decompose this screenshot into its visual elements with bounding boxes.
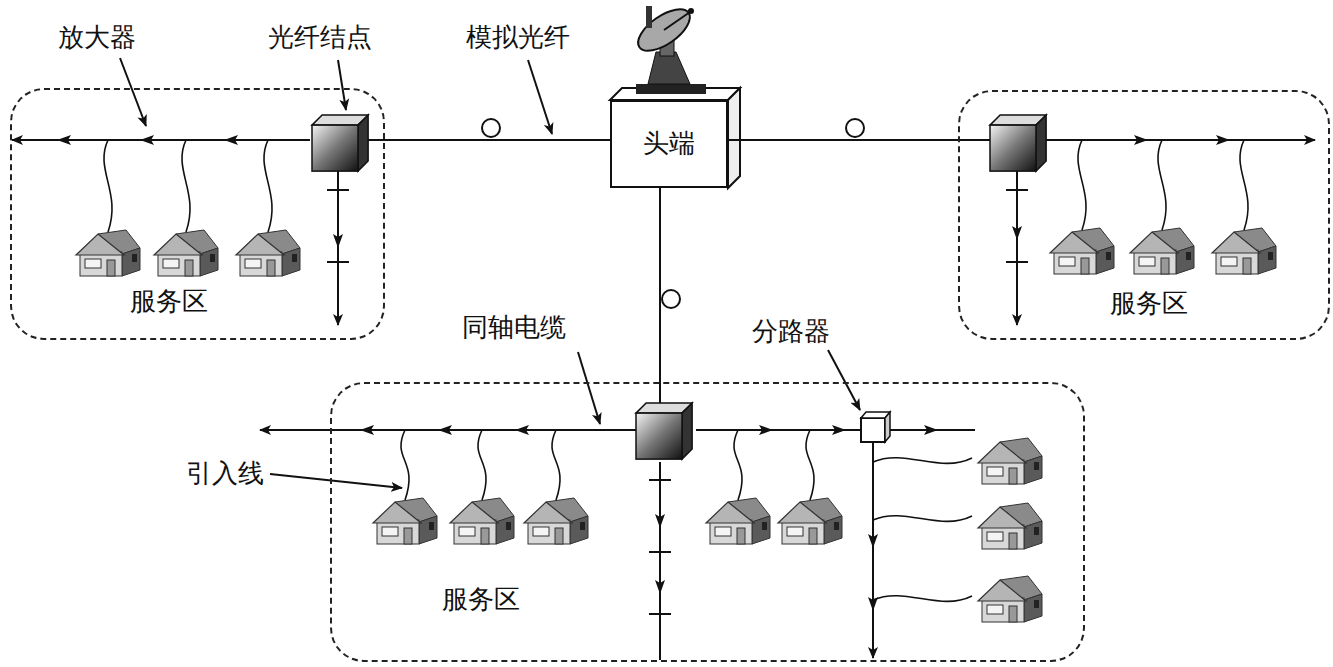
drop-cable — [478, 430, 486, 500]
signal-arrowhead — [1012, 226, 1022, 240]
tap-tick — [1006, 261, 1028, 263]
cable-line — [659, 462, 661, 660]
fiber-loop — [662, 290, 680, 308]
cable-line — [12, 139, 310, 141]
cable-line — [1045, 139, 1315, 141]
drop-cable — [401, 430, 409, 500]
service-area: 服务区 — [330, 382, 1085, 662]
house-icon — [1130, 228, 1194, 274]
signal-arrowhead — [868, 534, 878, 548]
house-icon — [236, 230, 300, 276]
house-icon — [978, 503, 1042, 549]
drop-cable — [104, 140, 112, 232]
fiber-link — [728, 139, 958, 141]
drop-cable — [873, 596, 972, 602]
fiber-loop — [846, 119, 864, 137]
drop-cable — [182, 140, 190, 232]
tap-tick — [327, 261, 349, 263]
fiber-line — [958, 139, 990, 141]
house-icon — [1050, 228, 1114, 274]
cable-line — [1016, 170, 1018, 325]
leader-line — [120, 58, 146, 126]
house-icon — [978, 576, 1042, 622]
drop-cable — [1158, 140, 1166, 230]
headend-box: 头端 — [610, 100, 728, 188]
tap-tick — [1006, 189, 1028, 191]
service-area: 服务区 — [10, 88, 385, 340]
drop-cable — [264, 140, 272, 232]
signal-arrowhead — [655, 580, 665, 594]
splitter-side — [885, 412, 890, 442]
signal-arrowhead — [1134, 135, 1148, 145]
node-text: 服务区 — [442, 584, 520, 615]
fiber-node-cube — [636, 403, 692, 459]
satellite-dish — [631, 1, 706, 94]
signal-arrowhead — [1216, 135, 1230, 145]
tap-tick — [649, 551, 671, 553]
house-icon — [373, 498, 437, 544]
signal-arrowhead — [360, 425, 374, 435]
drop-cable — [873, 458, 972, 464]
callout-label: 同轴电缆 — [462, 312, 566, 343]
leader-line — [270, 474, 402, 488]
leader-line — [338, 60, 346, 110]
fiber-node-cube — [990, 115, 1046, 171]
tap-tick — [327, 189, 349, 191]
callout-label: 引入线 — [186, 458, 264, 489]
callout-label: 分路器 — [752, 316, 830, 347]
house-icon — [1212, 228, 1276, 274]
signal-arrowhead — [759, 425, 773, 435]
house-icon — [76, 230, 140, 276]
fiber-node-cube — [312, 115, 368, 171]
house-icon — [524, 498, 588, 544]
signal-arrowhead — [224, 135, 238, 145]
drop-cable — [1240, 140, 1248, 230]
callout-label: 光纤结点 — [268, 22, 372, 53]
signal-arrowhead — [655, 514, 665, 528]
signal-arrowhead — [333, 234, 343, 248]
house-icon — [778, 498, 842, 544]
signal-arrowhead — [924, 425, 938, 435]
signal-arrowhead — [515, 425, 529, 435]
signal-arrowhead — [57, 135, 71, 145]
node-text: 头端 — [643, 128, 695, 159]
service-area: 服务区 — [958, 90, 1330, 340]
fiber-line — [659, 382, 661, 404]
signal-arrowhead — [140, 135, 154, 145]
drop-cable — [1078, 140, 1086, 230]
leader-line — [828, 350, 860, 410]
headend-side-face — [728, 88, 740, 188]
node-text: 服务区 — [1110, 288, 1188, 319]
splitter-box — [861, 418, 885, 442]
fiber-link — [385, 139, 610, 141]
signal-arrowhead — [438, 425, 452, 435]
drop-cable — [806, 430, 814, 500]
fiber-link — [659, 188, 661, 382]
drop-cable — [734, 430, 742, 500]
house-icon — [154, 230, 218, 276]
house-icon — [706, 498, 770, 544]
callout-label: 模拟光纤 — [466, 22, 570, 53]
callout-label: 放大器 — [58, 22, 136, 53]
drop-cable — [873, 516, 972, 522]
signal-arrowhead — [832, 425, 846, 435]
node-text: 服务区 — [130, 286, 208, 317]
leader-line — [578, 352, 600, 424]
tap-tick — [649, 479, 671, 481]
fiber-loop — [482, 119, 500, 137]
tap-tick — [649, 613, 671, 615]
drop-cable — [552, 430, 560, 500]
leader-line — [528, 60, 552, 134]
house-icon — [978, 438, 1042, 484]
cable-line — [872, 442, 874, 658]
house-icon — [450, 498, 514, 544]
